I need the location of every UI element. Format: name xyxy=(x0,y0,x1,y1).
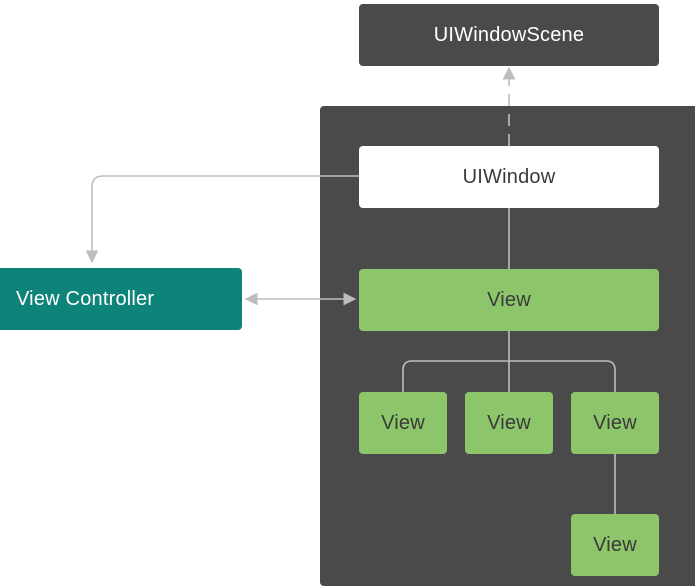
uiwindowscene-node: UIWindowScene xyxy=(359,4,659,66)
subview-label-3: View xyxy=(593,411,637,434)
uiwindow-node: UIWindow xyxy=(359,146,659,208)
view-controller-label: View Controller xyxy=(16,287,155,310)
subview-node-3: View xyxy=(571,392,659,454)
nested-view-label: View xyxy=(593,533,637,556)
root-view-label: View xyxy=(487,288,531,311)
subview-label-2: View xyxy=(487,411,531,434)
nested-view-node: View xyxy=(571,514,659,576)
window-to-controller-connector xyxy=(85,175,359,264)
uiwindowscene-label: UIWindowScene xyxy=(433,23,585,46)
subview-node-2: View xyxy=(465,392,553,454)
root-view-node: View xyxy=(359,269,659,331)
subview-label-1: View xyxy=(381,411,425,434)
view-controller-node: View Controller xyxy=(0,268,242,330)
uiwindow-label: UIWindow xyxy=(462,165,556,188)
subview-node-1: View xyxy=(359,392,447,454)
